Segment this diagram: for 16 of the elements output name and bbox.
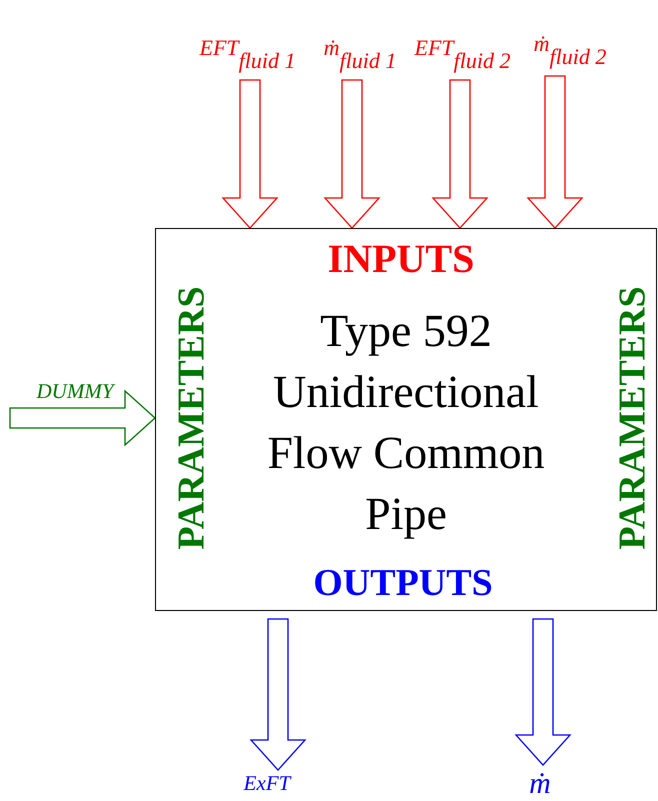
block-arrow (514, 618, 572, 766)
signal-label: ExFT (232, 770, 302, 794)
block-arrow (9, 390, 156, 446)
signal-label: DUMMY (10, 378, 140, 402)
function-block (155, 228, 657, 611)
block-arrow (222, 79, 278, 229)
block-title: Type 592 Unidirectional Flow Common Pipe (266, 304, 546, 542)
block-arrow (324, 79, 380, 229)
inputs-heading: INPUTS (328, 239, 474, 279)
parameters-heading: PARAMETERS (614, 286, 652, 550)
block-arrow (432, 79, 488, 229)
outputs-heading: OUTPUTS (313, 564, 493, 602)
parameters-heading: PARAMETERS (173, 286, 211, 550)
signal-label: ṁ (520, 765, 560, 799)
block-arrow (526, 75, 584, 229)
block-arrow (250, 618, 306, 771)
